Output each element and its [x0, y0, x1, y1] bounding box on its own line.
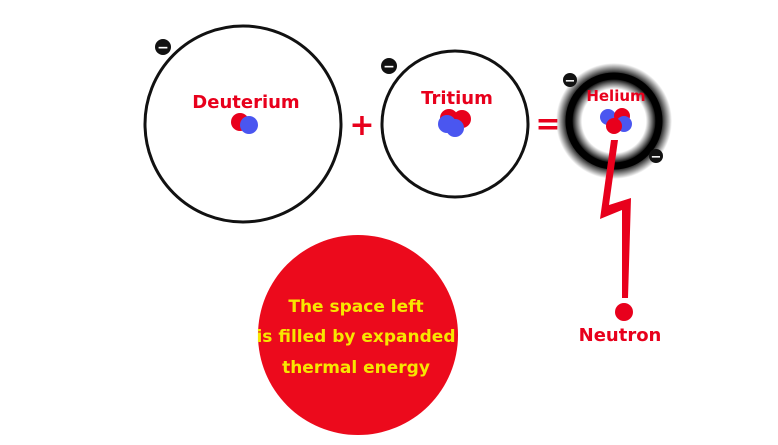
plus-sign: +: [349, 108, 374, 143]
energy-text-line-2: is filled by expanded: [256, 327, 455, 347]
energy-text-line-3: thermal energy: [282, 358, 430, 378]
tritium-nucleus: [438, 109, 471, 137]
deuterium-nucleus: [231, 113, 258, 134]
energy-text-line-1: The space left: [288, 297, 423, 317]
svg-text:−: −: [651, 150, 662, 165]
tritium-orbit: [380, 49, 530, 199]
tritium-atom: − Tritium: [380, 49, 530, 199]
electron-minus-circle-icon: −: [381, 58, 397, 75]
electron-minus-circle-icon: −: [563, 73, 577, 89]
deuterium-orbit: [143, 24, 343, 224]
neutron-particle: [615, 303, 633, 321]
tritium-label: Tritium: [421, 88, 493, 109]
deuterium-atom: − Deuterium: [143, 24, 343, 224]
neutron-label: Neutron: [579, 325, 662, 346]
helium-atom: − − Helium: [556, 63, 672, 179]
electron-minus-circle-icon: −: [155, 39, 171, 56]
svg-text:−: −: [565, 74, 576, 89]
deuterium-label: Deuterium: [192, 92, 299, 113]
lightning-bolt-icon: [600, 140, 631, 298]
helium-nucleus: [600, 108, 632, 134]
svg-text:−: −: [157, 40, 169, 56]
svg-text:−: −: [383, 59, 395, 75]
energy-circle: The space left is filled by expanded the…: [256, 235, 458, 435]
helium-label: Helium: [586, 87, 645, 105]
electron-minus-circle-icon: −: [649, 149, 663, 165]
